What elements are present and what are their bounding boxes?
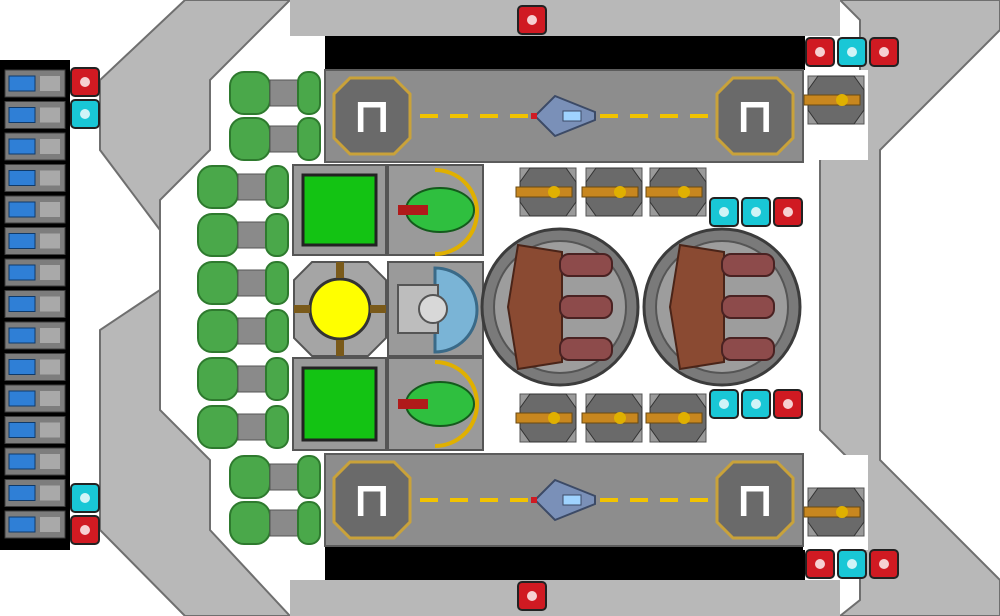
pd-upper-right <box>803 75 865 125</box>
battery-cell <box>4 384 66 413</box>
fuel-tank-row <box>229 455 321 499</box>
fuel-tank-row <box>197 261 289 305</box>
red-indicator-light <box>773 197 803 227</box>
main-turret-right <box>642 227 802 387</box>
power-block-top <box>292 164 387 256</box>
battery-cell <box>4 132 66 161</box>
hangar-pad-glyph: ⊓ <box>736 472 774 528</box>
pd-bottom-3 <box>645 393 707 443</box>
battery-cell <box>4 69 66 98</box>
red-indicator-light <box>517 5 547 35</box>
battery-cell <box>4 164 66 192</box>
interior-void <box>325 36 868 580</box>
hangar-pad-glyph: ⊓ <box>353 88 391 144</box>
fuel-tank-row <box>197 165 289 209</box>
hangar-pad-glyph: ⊓ <box>736 88 774 144</box>
main-turret-left <box>480 227 640 387</box>
pd-bottom-1 <box>515 393 577 443</box>
pd-lower-right <box>803 487 865 537</box>
battery-cell <box>4 290 66 318</box>
cyan-indicator-light <box>837 37 867 67</box>
red-indicator-light <box>773 389 803 419</box>
pad-top-right: ⊓ <box>715 76 795 156</box>
hangar-pad-glyph: ⊓ <box>353 472 391 528</box>
pd-top-1 <box>515 167 577 217</box>
red-indicator-light <box>70 515 100 545</box>
pad-bottom-right: ⊓ <box>715 460 795 540</box>
battery-cell <box>4 258 66 287</box>
battery-cell <box>4 321 66 350</box>
battery-cell <box>4 101 66 129</box>
red-indicator-light <box>70 67 100 97</box>
cyan-indicator-light <box>709 197 739 227</box>
pad-bottom-left: ⊓ <box>332 460 412 540</box>
pd-top-3 <box>645 167 707 217</box>
fighter-top <box>531 94 596 138</box>
red-indicator-light <box>517 581 547 611</box>
cyan-indicator-light <box>70 483 100 513</box>
fuel-tank-row <box>229 501 321 545</box>
cyan-indicator-light <box>709 389 739 419</box>
battery-cell <box>4 195 66 224</box>
cyan-indicator-light <box>741 197 771 227</box>
fuel-tank-row <box>197 213 289 257</box>
fuel-tank-row <box>197 309 289 353</box>
battery-cell <box>4 447 66 476</box>
cyan-indicator-light <box>741 389 771 419</box>
fuel-tank-row <box>229 117 321 161</box>
fuel-tank-row <box>197 405 289 449</box>
battery-cell <box>4 479 66 507</box>
power-block-bottom <box>292 357 387 451</box>
battery-cell <box>4 227 66 255</box>
fuel-tank-row <box>229 71 321 115</box>
pad-top-left: ⊓ <box>332 76 412 156</box>
battery-cell <box>4 416 66 444</box>
pd-bottom-2 <box>581 393 643 443</box>
red-indicator-light <box>869 37 899 67</box>
fuel-tank-row <box>197 357 289 401</box>
red-indicator-light <box>805 37 835 67</box>
red-indicator-light <box>805 549 835 579</box>
cyan-indicator-light <box>837 549 867 579</box>
drone-bay-bottom <box>387 357 484 451</box>
battery-cell <box>4 353 66 381</box>
red-indicator-light <box>869 549 899 579</box>
reactor-core <box>293 261 387 357</box>
drone-bay-top <box>387 164 484 256</box>
pd-top-2 <box>581 167 643 217</box>
battery-cell <box>4 510 66 539</box>
cyan-indicator-light <box>70 99 100 129</box>
fighter-bottom <box>531 478 596 522</box>
shield-generator <box>387 261 484 357</box>
